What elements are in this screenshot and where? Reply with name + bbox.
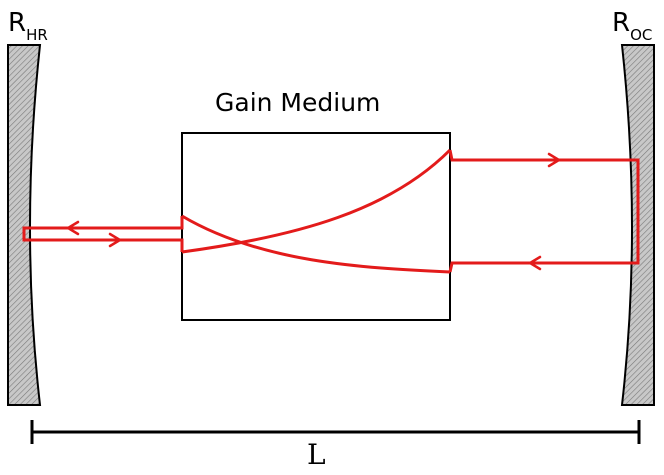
beam-right-loop: [448, 149, 640, 273]
arrow-left-bottom-icon: [527, 255, 542, 271]
beam-curve-down: [181, 214, 451, 274]
length-dimension: [30, 420, 641, 444]
gain-medium-box: [181, 132, 451, 321]
beam-left-upper: [22, 216, 184, 252]
arrow-left-top-icon: [65, 220, 80, 236]
beam-curve-up: [181, 148, 452, 254]
hr-mirror-label-sub: HR: [26, 26, 48, 44]
arrow-right-bottom-icon: [108, 232, 123, 248]
oc-mirror-label: ROC: [612, 8, 652, 43]
beam-arrows: [65, 152, 562, 271]
gain-medium-label: Gain Medium: [215, 88, 381, 117]
oc-mirror-label-sub: OC: [630, 26, 653, 44]
length-label: L: [307, 438, 326, 471]
hr-mirror-label-main: R: [8, 8, 27, 38]
hr-mirror: [7, 44, 42, 406]
laser-beam: [22, 148, 640, 274]
arrow-right-top-icon: [547, 152, 562, 168]
hr-mirror-label: RHR: [8, 8, 48, 43]
oc-mirror-label-main: R: [612, 8, 631, 38]
